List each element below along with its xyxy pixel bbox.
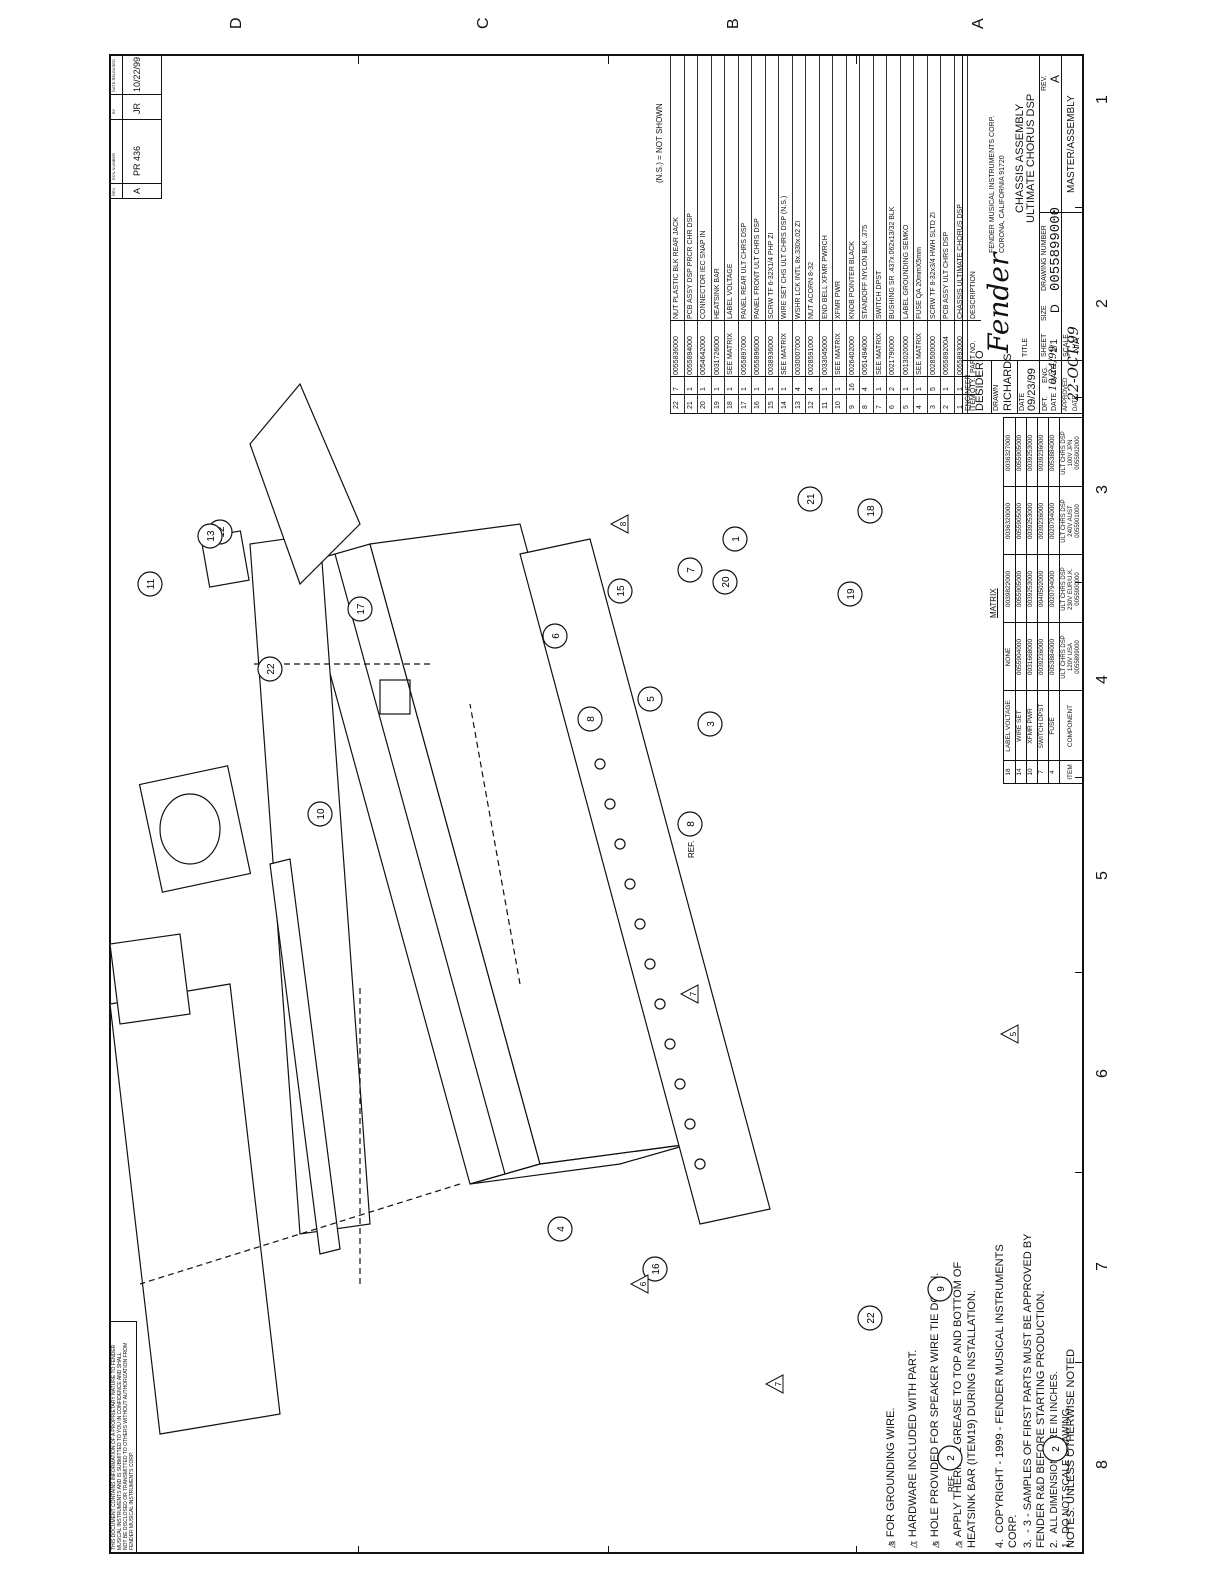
callout-circle [712,569,738,595]
chassis-edge [334,553,506,1175]
callout-circle [797,486,823,512]
callout-number: 4 [556,1226,567,1232]
callout-number: 2 [1051,1446,1062,1452]
callout-number: 8 [586,716,597,722]
callout-number: 19 [846,588,857,600]
note-flag-triangle: 5 [999,1024,1019,1044]
callout-number: 5 [646,696,657,702]
callout-balloon: 1 [722,526,748,552]
callout-circle [607,578,633,604]
callout-circle [542,623,568,649]
note-flag-number: 7 [689,991,698,996]
main-pcb [109,983,281,1435]
callout-circle [307,801,333,827]
callout-number: 9 [936,1286,947,1292]
callout-balloon: 22 [257,656,283,682]
callout-balloon: 8 [577,706,603,732]
callout-circle [677,557,703,583]
callout-circle [857,1305,883,1331]
callout-circle [547,1216,573,1242]
callout-balloon: 15 [607,578,633,604]
transformer-bell [159,793,221,865]
callout-balloon: 19 [837,581,863,607]
callout-number: 10 [316,808,327,820]
callout-ref: REF. [687,841,696,858]
callout-balloon: 7 [677,557,703,583]
callout-circle [1042,1436,1068,1462]
callout-circle [927,1276,953,1302]
heatsink-bar [269,858,341,1255]
callout-balloon: 13 [197,523,223,549]
callout-balloon: 11 [137,571,163,597]
note-flag-number: 8 [619,521,628,526]
callout-balloon: 21 [797,486,823,512]
callout-balloons: 122REF.3456788REF.9101112131516171819202… [137,486,1068,1492]
callout-circle [137,571,163,597]
callout-number: 6 [551,633,562,639]
callout-number: 17 [356,603,367,615]
callout-balloon: 4 [547,1216,573,1242]
callout-number: 20 [721,576,732,588]
callout-balloon: 20 [712,569,738,595]
callout-number: 1 [731,536,742,542]
callout-number: 3 [706,721,717,727]
callout-circle [642,1256,668,1282]
callout-circle [837,581,863,607]
callout-balloon: 5 [637,686,663,712]
callout-balloon: 10 [307,801,333,827]
callout-balloon: 16 [642,1256,668,1282]
callout-balloon: 9 [927,1276,953,1302]
callout-circle [857,498,883,524]
power-switch [379,679,411,715]
note-flag-triangle: 7 [679,984,699,1004]
callout-number: 22 [266,663,277,675]
callout-circle [697,711,723,737]
callout-number: 22 [866,1312,877,1324]
callout-circle [637,686,663,712]
callout-number: 18 [866,505,877,517]
callout-number: 11 [146,578,157,589]
callout-balloon: 3 [697,711,723,737]
callout-balloon: 17 [347,596,373,622]
note-flag-triangle: 7 [764,1374,784,1394]
callout-circle [722,526,748,552]
callout-balloon: 2 [1042,1436,1068,1462]
transformer-body [138,765,252,893]
callout-number: 8 [686,821,697,827]
callout-number: 7 [686,567,697,573]
callout-circle [577,706,603,732]
note-flag-number: 6 [639,1281,648,1286]
callout-number: 13 [206,530,217,542]
note-flag-number: 7 [774,1381,783,1386]
callout-circle [347,596,373,622]
note-flag-number: 5 [1009,1031,1018,1036]
callout-balloon: 18 [857,498,883,524]
note-flag-triangle: 8 [609,514,629,534]
callout-number: 16 [651,1263,662,1275]
callout-number: 21 [806,493,817,505]
callout-circle [257,656,283,682]
callout-balloon: 6 [542,623,568,649]
note-flag-triangle: 6 [629,1274,649,1294]
callout-number: 2 [946,1455,957,1461]
callout-circle [677,811,703,837]
callout-circle [197,523,223,549]
jack-pcb [109,933,191,1025]
callout-circle [937,1445,963,1471]
dsp-pcb [249,382,361,586]
callout-number: 15 [616,585,627,597]
callout-balloon: 22 [857,1305,883,1331]
callout-ref: REF. [947,1475,956,1492]
